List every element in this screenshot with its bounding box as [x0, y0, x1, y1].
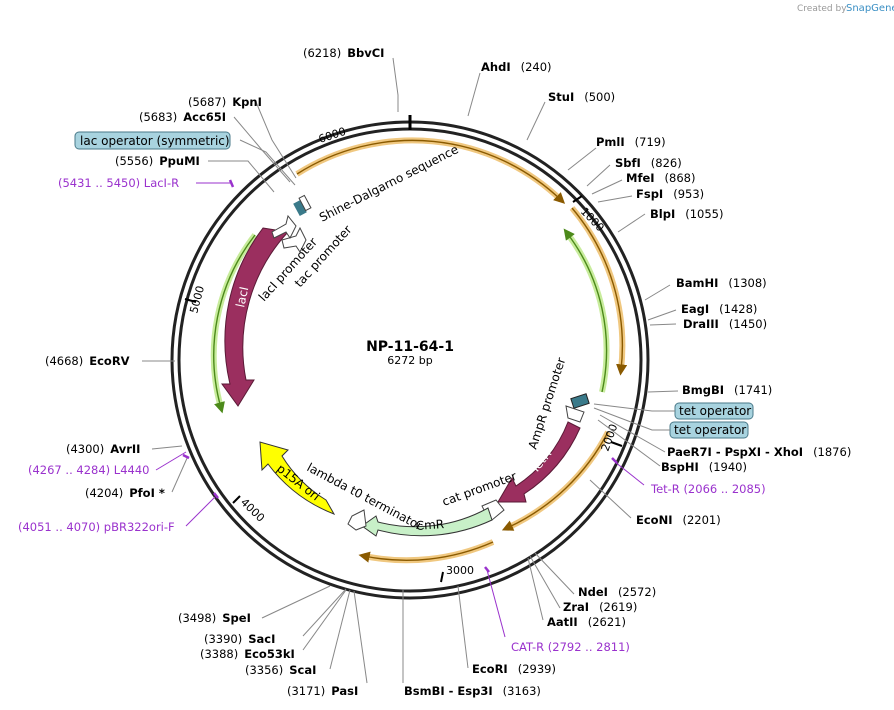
svg-text:Tet-R (2066 .. 2085): Tet-R (2066 .. 2085): [650, 482, 766, 496]
svg-text:(5431 .. 5450) LacI-R: (5431 .. 5450) LacI-R: [58, 176, 179, 190]
operator-leaders: [593, 403, 675, 431]
svg-text:SbfI(826): SbfI(826): [615, 156, 682, 170]
svg-text:tet operator: tet operator: [674, 423, 746, 437]
svg-text:tet operator: tet operator: [679, 404, 751, 418]
svg-text:AhdI(240): AhdI(240): [481, 60, 552, 74]
primer-labels: (5431 .. 5450) LacI-R (4267 .. 4284) L44…: [18, 176, 766, 654]
watermark-prefix: Created by: [797, 4, 847, 14]
tet-operator-box-1[interactable]: tet operator: [674, 402, 754, 420]
tick-4000: 4000: [232, 495, 267, 525]
site-leader-lines: [142, 57, 679, 684]
primer-marks: [182, 179, 618, 573]
svg-text:CAT-R (2792 .. 2811): CAT-R (2792 .. 2811): [511, 640, 630, 654]
laci-feature[interactable]: [221, 227, 290, 407]
watermark-brand: SnapGene: [846, 3, 894, 14]
site-labels: (6218)BbvCI AhdI(240) StuI(500) PmlI(719…: [45, 46, 851, 698]
svg-text:StuI(500): StuI(500): [548, 90, 615, 104]
svg-text:PmlI(719): PmlI(719): [596, 135, 666, 149]
lambda-t0-arrow: [347, 509, 367, 531]
plasmid-name: NP-11-64-1: [366, 339, 454, 355]
tick-3000: 3000: [440, 564, 474, 583]
orf-arc-right-line: [571, 207, 628, 376]
primer-leader-lines: [155, 182, 645, 638]
svg-text:(4204)PfoI *: (4204)PfoI *: [85, 486, 165, 500]
laci-promoter-arrow: [281, 226, 307, 253]
svg-text:(4300)AvrII: (4300)AvrII: [66, 442, 140, 456]
svg-text:BmgBI(1741): BmgBI(1741): [682, 383, 772, 397]
green-arc-right-line: [563, 228, 608, 393]
orf-arc-top-line: [296, 139, 566, 204]
lac-operator-mark: [293, 199, 307, 217]
svg-text:BamHI(1308): BamHI(1308): [676, 276, 767, 290]
tet-operator-box-2[interactable]: tet operator: [669, 421, 749, 439]
svg-text:(3498)SpeI: (3498)SpeI: [178, 611, 251, 625]
p15a-ori-feature[interactable]: [259, 441, 336, 515]
orf-arc-lower-right-line: [501, 431, 609, 531]
sd-mark: [298, 194, 312, 212]
lac-operator-box[interactable]: lac operator (symmetric): [74, 131, 231, 150]
tick-5000: 5000: [184, 284, 207, 315]
tetr-feature[interactable]: [497, 421, 581, 503]
svg-text:2000: 2000: [599, 422, 621, 453]
svg-text:(3390)SacI: (3390)SacI: [204, 632, 275, 646]
svg-text:(3171)PasI: (3171)PasI: [287, 684, 358, 698]
green-arc-left-line: [213, 234, 256, 414]
svg-text:EcoRI(2939): EcoRI(2939): [472, 662, 556, 676]
laci-label: lacI: [233, 285, 251, 308]
svg-text:DraIII(1450): DraIII(1450): [683, 317, 767, 331]
svg-text:lac operator (symmetric): lac operator (symmetric): [80, 134, 230, 148]
orf-arc-bottom-line: [358, 541, 494, 563]
svg-text:BspHI(1940): BspHI(1940): [661, 460, 747, 474]
tac-promoter-arrow: [271, 214, 297, 239]
plasmid-length: 6272 bp: [387, 354, 432, 367]
svg-text:3000: 3000: [446, 564, 474, 577]
svg-text:BsmBI - Esp3I(3163): BsmBI - Esp3I(3163): [404, 684, 541, 698]
svg-text:(4267 .. 4284) L4440: (4267 .. 4284) L4440: [28, 463, 149, 477]
svg-text:ZraI(2619): ZraI(2619): [563, 600, 637, 614]
svg-text:BlpI(1055): BlpI(1055): [650, 207, 723, 221]
tet-operator-mark: [570, 393, 590, 409]
svg-text:(3356)ScaI: (3356)ScaI: [245, 663, 316, 677]
ampr-promoter-arrow: [565, 405, 585, 423]
svg-text:(3388)Eco53kI: (3388)Eco53kI: [200, 647, 295, 661]
tick-2000: 2000: [599, 422, 623, 453]
svg-text:EagI(1428): EagI(1428): [681, 302, 757, 316]
cmr-label: CmR: [415, 517, 444, 533]
svg-text:(5683)Acc65I: (5683)Acc65I: [139, 110, 226, 124]
svg-text:(4668)EcoRV: (4668)EcoRV: [45, 354, 130, 368]
svg-text:(5687)KpnI: (5687)KpnI: [188, 95, 262, 109]
svg-text:NdeI(2572): NdeI(2572): [578, 585, 656, 599]
svg-text:EcoNI(2201): EcoNI(2201): [636, 513, 721, 527]
orf-arc-bottom: [363, 539, 495, 564]
svg-text:PaeR7I - PspXI - XhoI(1876): PaeR7I - PspXI - XhoI(1876): [667, 445, 851, 459]
svg-text:MfeI(868): MfeI(868): [626, 171, 695, 185]
svg-text:FspI(953): FspI(953): [636, 187, 704, 201]
watermark: Created by SnapGene: [797, 3, 894, 14]
svg-text:(5556)PpuMI: (5556)PpuMI: [115, 154, 200, 168]
svg-text:AatII(2621): AatII(2621): [547, 615, 626, 629]
svg-text:(6218)BbvCI: (6218)BbvCI: [303, 46, 384, 60]
svg-text:(4051 .. 4070) pBR322ori-F: (4051 .. 4070) pBR322ori-F: [18, 520, 175, 534]
